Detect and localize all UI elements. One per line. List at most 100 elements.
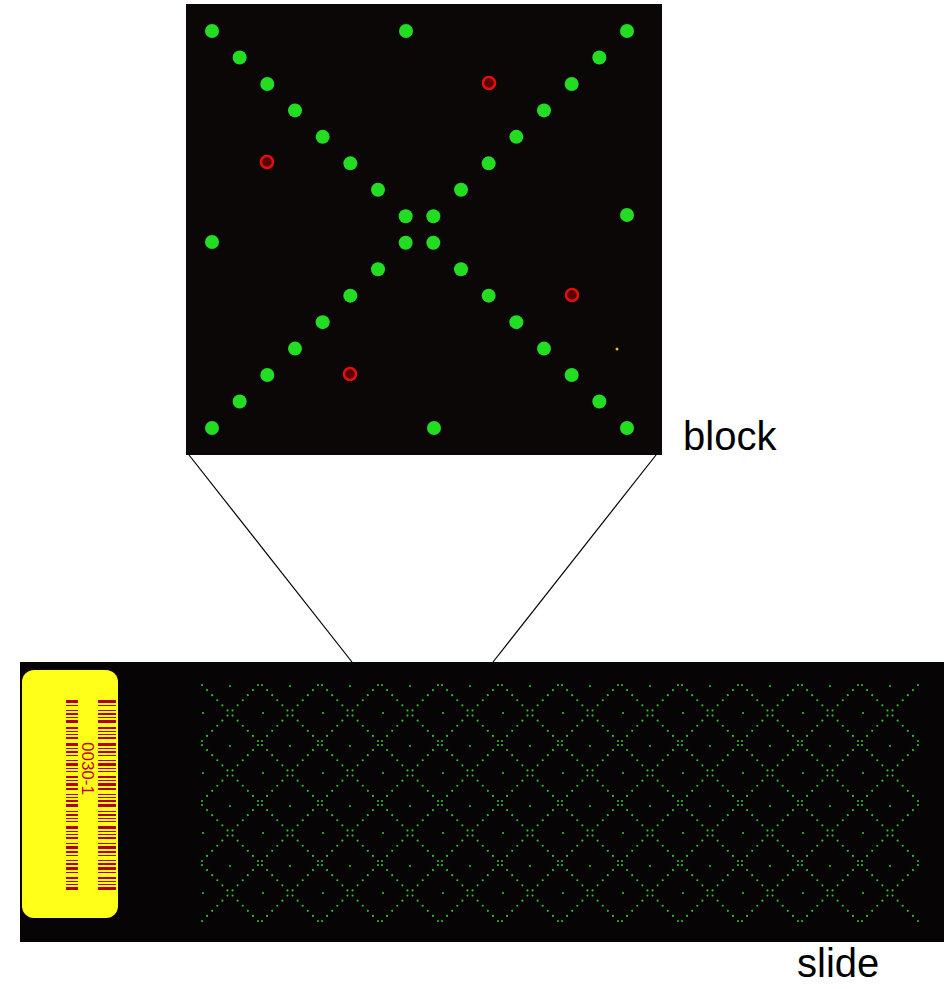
slide-spot (446, 915, 448, 917)
slide-spot (847, 850, 849, 852)
slide-spot (597, 720, 599, 722)
slide-spot (247, 874, 249, 876)
slide-spot (451, 874, 453, 876)
slide-spot (711, 769, 713, 771)
slide-spot (437, 920, 439, 922)
slide-spot (852, 689, 854, 691)
slide-spot (862, 772, 864, 774)
slide-spot (391, 694, 393, 696)
slide-spot (401, 840, 403, 842)
slide-spot (806, 795, 808, 797)
slide-spot (621, 920, 623, 922)
slide-spot (571, 874, 573, 876)
slide-spot (591, 774, 593, 776)
barcode-bar (98, 783, 116, 786)
slide-spot (696, 699, 698, 701)
slide-spot (686, 795, 688, 797)
slide-spot (247, 754, 249, 756)
slide-spot (466, 774, 468, 776)
slide-spot (602, 785, 604, 787)
slide-spot (482, 785, 484, 787)
slide-spot (511, 910, 513, 912)
slide-spot (691, 850, 693, 852)
slide-spot (526, 894, 528, 896)
slide-spot (751, 694, 753, 696)
slide-spot (446, 689, 448, 691)
slide-spot (526, 829, 528, 831)
slide-spot (862, 712, 864, 714)
slide-spot (422, 785, 424, 787)
spot (233, 395, 247, 409)
slide-spot (257, 860, 259, 862)
slide-spot (769, 685, 771, 687)
slide-spot (432, 809, 434, 811)
slide-spot (511, 730, 513, 732)
slide-spot (861, 860, 863, 862)
slide-spot (751, 754, 753, 756)
slide-spot (501, 804, 503, 806)
slide-spot (881, 720, 883, 722)
slide-spot (557, 804, 559, 806)
slide-spot (806, 735, 808, 737)
slide-spot (581, 720, 583, 722)
slide-spot (852, 855, 854, 857)
slide-spot (886, 709, 888, 711)
slide-spot (576, 725, 578, 727)
slide-spot (261, 744, 263, 746)
slide-spot (441, 740, 443, 742)
slide-spot (446, 795, 448, 797)
slide-spot (477, 884, 479, 886)
spot (426, 236, 440, 250)
slide-spot (471, 709, 473, 711)
slide-spot (897, 720, 899, 722)
slide-spot (667, 910, 669, 912)
slide-spot (372, 735, 374, 737)
slide-spot (766, 769, 768, 771)
slide-spot (586, 774, 588, 776)
slide-spot (529, 805, 531, 807)
slide-spot (651, 829, 653, 831)
slide-spot (657, 824, 659, 826)
slide-spot (322, 832, 324, 834)
slide-spot (441, 684, 443, 686)
slide-spot (626, 809, 628, 811)
barcode-bar (98, 768, 116, 769)
slide-spot (266, 855, 268, 857)
slide-spot (451, 694, 453, 696)
slide-spot (221, 840, 223, 842)
slide-spot (801, 744, 803, 746)
slide-spot (247, 730, 249, 732)
slide-spot (866, 735, 868, 737)
slide-spot (561, 804, 563, 806)
slide-spot (529, 745, 531, 747)
spot (454, 183, 468, 197)
barcode-bar (98, 831, 116, 832)
barcode-bar (66, 818, 78, 819)
slide-spot (216, 879, 218, 881)
slide-spot (657, 704, 659, 706)
slide-spot (231, 774, 233, 776)
slide-spot (787, 730, 789, 732)
slide-spot (777, 900, 779, 902)
slide-spot (271, 754, 273, 756)
slide-spot (917, 800, 919, 802)
slide-spot (621, 860, 623, 862)
slide-spot (262, 892, 264, 894)
slide-spot (711, 714, 713, 716)
slide-spot (276, 725, 278, 727)
slide-spot (677, 804, 679, 806)
slide-spot (581, 764, 583, 766)
slide-spot (751, 790, 753, 792)
slide-spot (871, 814, 873, 816)
barcode-bar (66, 843, 78, 844)
slide-spot (821, 840, 823, 842)
spot (233, 50, 247, 64)
slide-spot (297, 780, 299, 782)
slide-spot (912, 915, 914, 917)
slide-spot (691, 694, 693, 696)
slide-spot (297, 764, 299, 766)
slide-spot (547, 850, 549, 852)
slide-spot (317, 920, 319, 922)
slide-spot (302, 699, 304, 701)
slide-spot (531, 709, 533, 711)
